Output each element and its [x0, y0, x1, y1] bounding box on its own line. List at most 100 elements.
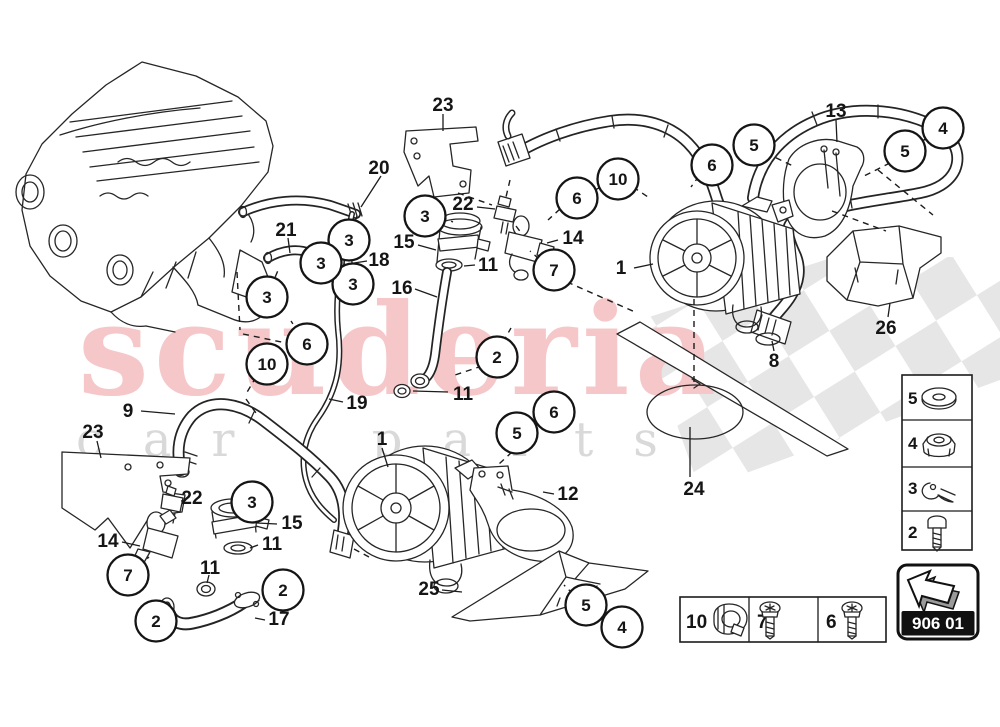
callout-circle: 2	[134, 599, 178, 643]
fitting-22-top	[493, 195, 517, 235]
part-group-code-box: 906 01	[896, 563, 980, 641]
svg-text:6: 6	[707, 156, 716, 175]
part-number-label: 8	[769, 351, 780, 372]
legend-num-2: 2	[908, 523, 917, 542]
svg-text:2: 2	[278, 581, 287, 600]
part-number-label: 22	[452, 194, 473, 215]
heat-shield-26	[826, 225, 942, 307]
callout-circle: 6	[555, 176, 599, 220]
fastener-legend-right: 5 4 3 2	[901, 374, 973, 552]
air-pump-1-right	[649, 196, 801, 334]
torx-screw-icon-6	[841, 601, 863, 640]
gasket-strip-24	[616, 321, 849, 457]
part-number-label: 14	[562, 228, 584, 249]
svg-text:5: 5	[581, 596, 590, 615]
leader-lines	[96, 114, 891, 621]
svg-text:3: 3	[420, 207, 429, 226]
part-number-label: 11	[453, 384, 474, 405]
hose-20	[238, 195, 363, 219]
heat-shield-25	[451, 550, 649, 622]
part-number-label: 11	[262, 534, 283, 555]
legend-num-10: 10	[686, 612, 707, 633]
svg-text:5: 5	[749, 136, 758, 155]
spring-clip-icon	[921, 482, 956, 503]
engine-illustration	[15, 61, 274, 333]
bracket-12	[469, 465, 574, 562]
group-arrow-icon	[906, 569, 956, 609]
svg-text:3: 3	[262, 288, 271, 307]
lock-nut-icon	[922, 433, 956, 458]
part-number-label: 20	[368, 158, 389, 179]
svg-text:6: 6	[302, 335, 311, 354]
part-number-label: 15	[281, 513, 303, 534]
svg-text:3: 3	[344, 231, 353, 250]
callout-circle: 5	[495, 411, 539, 455]
callout-circle: 6	[532, 390, 576, 434]
part-number-label: 17	[268, 609, 289, 630]
part-number-label: 1	[377, 429, 388, 450]
callout-circle: 7	[106, 553, 150, 597]
part-number-label: 15	[393, 232, 415, 253]
fitting-22-bottom	[160, 485, 184, 524]
svg-text:5: 5	[900, 142, 909, 161]
svg-text:4: 4	[617, 618, 627, 637]
legend-num-3: 3	[908, 479, 917, 498]
svg-text:2: 2	[492, 348, 501, 367]
washer-icon	[921, 387, 957, 410]
part-number-label: 19	[346, 393, 367, 414]
part-number-label: 13	[825, 101, 846, 122]
part-number-label: 1	[616, 258, 627, 279]
part-number-label: 24	[683, 479, 705, 500]
fastener-legend-bottom: 10 7 6	[679, 596, 887, 643]
callout-circle: 3	[245, 275, 289, 319]
part-number-label: 12	[557, 484, 578, 505]
part-number-label: 26	[875, 318, 896, 339]
checkered-flag-watermark	[640, 255, 1000, 490]
callout-circle: 3	[403, 194, 447, 238]
valve-15-top	[393, 212, 491, 399]
part-number-label: 25	[418, 579, 440, 600]
callout-circle: 10	[596, 157, 640, 201]
callout-circle: 5	[883, 129, 927, 173]
callout-circle: 6	[285, 322, 329, 366]
part-number-label: 11	[478, 255, 499, 276]
legend-num-7: 7	[757, 612, 768, 633]
callout-circle: 3	[299, 241, 343, 285]
part-number-label: 23	[432, 95, 453, 116]
svg-text:6: 6	[572, 189, 581, 208]
svg-text:3: 3	[316, 254, 325, 273]
hose-9	[172, 398, 355, 559]
svg-text:10: 10	[609, 170, 628, 189]
callout-circle: 10	[245, 342, 289, 386]
hose-8	[747, 104, 964, 346]
part-number-label: 11	[200, 558, 221, 579]
part-number-label: 16	[391, 278, 412, 299]
svg-text:4: 4	[938, 119, 948, 138]
callout-circle: 6	[690, 143, 734, 187]
svg-text:6: 6	[549, 403, 558, 422]
callout-circle: 4	[600, 605, 644, 649]
callout-circle: 2	[475, 335, 519, 379]
svg-text:5: 5	[512, 424, 521, 443]
callout-circle: 5	[732, 123, 776, 167]
part-number-label: 23	[82, 422, 103, 443]
svg-text:10: 10	[258, 355, 277, 374]
callout-circle: 5	[564, 583, 608, 627]
part-number-label: 18	[368, 250, 389, 271]
hose-clamp-icon	[713, 603, 748, 637]
svg-text:7: 7	[123, 566, 132, 585]
svg-text:7: 7	[549, 261, 558, 280]
part-number-label: 9	[123, 401, 134, 422]
callout-circle: 3	[331, 262, 375, 306]
callout-circle: 4	[921, 106, 965, 150]
torx-screw-icon-7	[759, 601, 781, 640]
svg-text:2: 2	[151, 612, 160, 631]
callout-circle: 3	[327, 218, 371, 262]
callout-circle: 2	[261, 568, 305, 612]
bracket-23-top	[403, 126, 479, 198]
callout-circle: 3	[230, 480, 274, 524]
legend-num-6: 6	[826, 612, 837, 633]
